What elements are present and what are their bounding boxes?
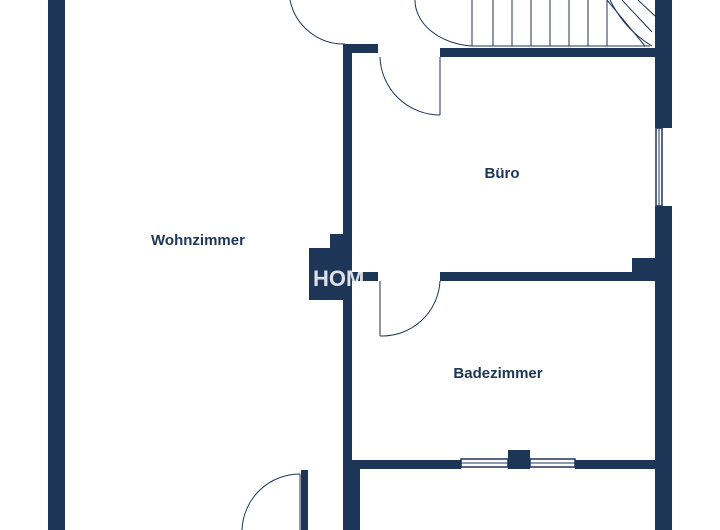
stair-arc	[414, 0, 473, 47]
door-swing-bottom	[241, 473, 301, 530]
window-glazing-lines	[461, 128, 660, 464]
door-swings	[241, 0, 473, 530]
wall-corner-block	[632, 258, 660, 274]
staircase	[471, 0, 656, 47]
room-label-living: Wohnzimmer	[151, 232, 245, 249]
wall-right-exterior-bottom	[655, 206, 672, 530]
wall-office-top	[440, 48, 660, 57]
wall-bottom-stub	[301, 470, 308, 530]
wall-office-bath	[440, 272, 658, 281]
door-swing-top-left	[289, 0, 346, 45]
chimney-block	[309, 248, 343, 300]
door-swing-bath	[379, 280, 441, 337]
wall-lower-right-ext	[655, 460, 663, 530]
room-label-bath: Badezimmer	[453, 365, 542, 382]
wall-center-partition	[343, 44, 352, 530]
walls	[48, 0, 672, 530]
door-swing-office	[379, 56, 441, 116]
wall-lower-right	[352, 462, 360, 530]
wall-bath-bottom-right	[575, 460, 660, 469]
wall-bath-bottom-mid	[508, 450, 530, 469]
wall-stub-mid	[343, 272, 378, 281]
wall-right-exterior-top	[655, 0, 672, 128]
chimney-top	[330, 234, 350, 254]
wall-bath-bottom-left	[343, 460, 461, 469]
wall-stub-upper	[343, 44, 378, 53]
wall-left-exterior	[48, 0, 65, 530]
watermark-logo: HOM	[313, 266, 364, 291]
room-label-office: Büro	[485, 165, 520, 182]
